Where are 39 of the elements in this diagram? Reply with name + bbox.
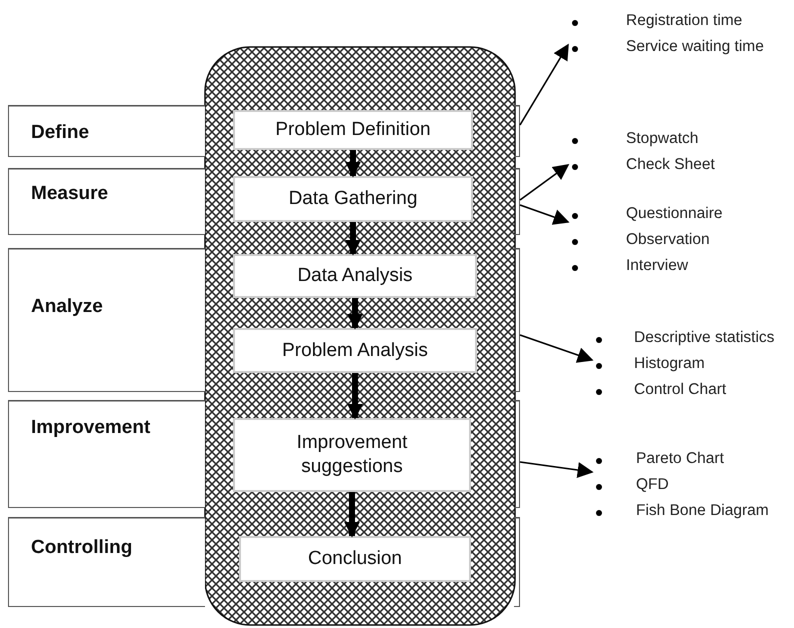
process-box: Data Gathering [233, 176, 473, 222]
arrow [347, 298, 363, 330]
arrow [520, 334, 594, 363]
process-box: Problem Definition [233, 110, 473, 150]
phase-label: Define [31, 122, 90, 144]
list-item: Stopwatch [626, 130, 698, 148]
arrow [345, 222, 361, 256]
arrow [344, 492, 360, 538]
list-item: Histogram [634, 355, 705, 373]
list-item: Descriptive statistics [634, 329, 774, 347]
process-box: Problem Analysis [233, 328, 477, 373]
list-item: Fish Bone Diagram [636, 502, 769, 520]
list-item: Observation [626, 231, 710, 249]
list-item: Service waiting time [626, 38, 764, 56]
process-box: Improvement suggestions [233, 418, 471, 492]
arrow [520, 204, 570, 225]
arrow [520, 164, 570, 201]
arrow [520, 461, 594, 478]
list-item: Control Chart [634, 381, 726, 399]
arrow [347, 373, 363, 420]
list-item: QFD [636, 476, 669, 494]
phase-band [8, 517, 520, 607]
list-item: Pareto Chart [636, 450, 724, 468]
arrow [345, 150, 361, 178]
process-box: Conclusion [239, 536, 471, 582]
list-item: Registration time [626, 12, 742, 30]
list-item: Check Sheet [626, 156, 715, 174]
list-item: Interview [626, 257, 688, 275]
phase-label: Analyze [31, 296, 103, 318]
phase-band [8, 105, 520, 157]
process-box: Data Analysis [233, 254, 477, 298]
phase-label: Controlling [31, 537, 132, 559]
phase-label: Improvement [31, 417, 150, 439]
phase-band [8, 248, 520, 392]
arrow [519, 44, 569, 126]
list-item: Questionnaire [626, 205, 723, 223]
phase-band [8, 400, 520, 508]
phase-label: Measure [31, 183, 108, 205]
phase-band [8, 168, 520, 235]
